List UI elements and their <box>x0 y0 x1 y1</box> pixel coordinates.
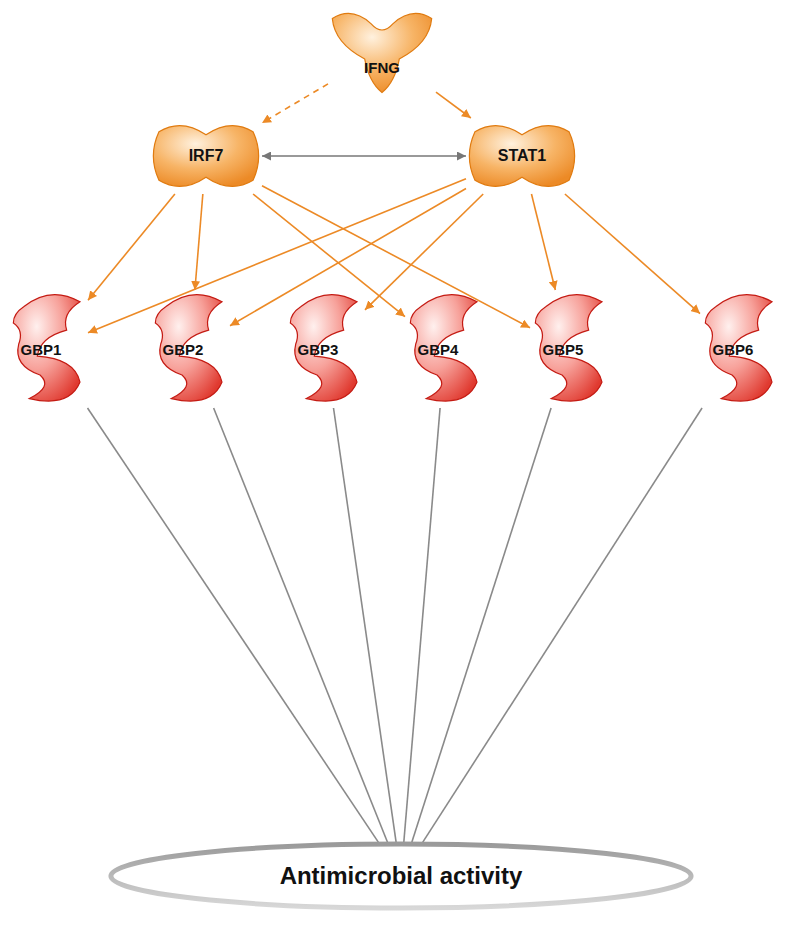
transcription-factor: IRF7 <box>150 118 262 194</box>
shape-outline <box>332 13 431 92</box>
transcription-factor: STAT1 <box>466 118 578 194</box>
gbp-protein: GBP5 <box>530 290 610 408</box>
ellipse-outline <box>111 844 691 908</box>
node-label: GBP5 <box>543 341 584 358</box>
association-line <box>214 408 389 844</box>
node-label: IFNG <box>364 59 400 76</box>
association-line <box>334 408 397 844</box>
regulation-arrow <box>262 84 328 123</box>
regulation-arrow <box>365 194 483 310</box>
regulation-arrow <box>88 194 175 300</box>
shape-outline <box>705 295 772 402</box>
gbp-protein: GBP1 <box>8 290 88 408</box>
gbp-protein: GBP3 <box>285 290 365 408</box>
association-line <box>404 408 440 844</box>
node-label: GBP2 <box>163 341 204 358</box>
node-label: STAT1 <box>498 147 546 165</box>
shape-outline <box>535 295 602 402</box>
regulation-arrow <box>531 194 555 290</box>
node-label: IRF7 <box>189 147 224 165</box>
gbp-protein: GBP4 <box>405 290 485 408</box>
gbp-protein: GBP6 <box>700 290 780 408</box>
node-label: GBP4 <box>418 341 459 358</box>
regulation-arrow <box>195 194 203 290</box>
shape-outline <box>13 295 80 402</box>
node-label: Antimicrobial activity <box>280 862 523 890</box>
shape-outline <box>290 295 357 402</box>
shape-outline <box>153 126 258 187</box>
association-line <box>88 408 380 844</box>
node-label: GBP6 <box>713 341 754 358</box>
shape-outline <box>469 126 574 187</box>
ligand-shape-outline <box>328 8 436 96</box>
regulation-arrow <box>436 92 471 118</box>
regulation-arrow <box>88 179 466 333</box>
gbp-protein: GBP2 <box>150 290 230 408</box>
node-label: GBP3 <box>298 341 339 358</box>
shape-outline <box>410 295 477 402</box>
shape-outline <box>155 295 222 402</box>
association-line <box>411 408 551 844</box>
node-label: GBP1 <box>21 341 62 358</box>
outcome-ellipse: Antimicrobial activity <box>105 842 697 910</box>
association-line <box>422 408 703 844</box>
regulation-arrow <box>262 155 466 157</box>
ligand-shape: IFNG <box>328 8 436 96</box>
